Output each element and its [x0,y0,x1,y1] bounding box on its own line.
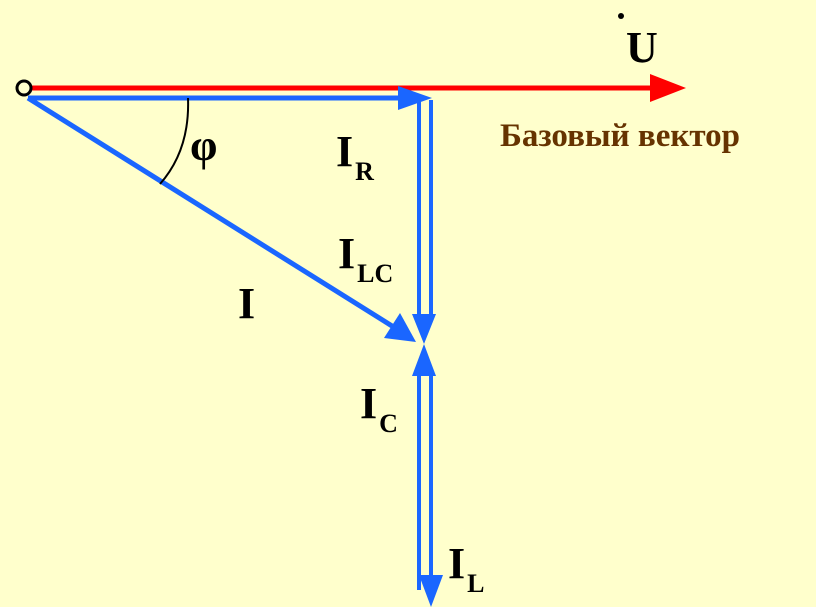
ilc-label: ILC [338,229,393,287]
current-il-arrowhead [419,575,443,607]
il-label: IL [448,539,484,597]
il-label-main: I [448,539,466,588]
i-total-label: I [238,279,256,328]
origin-point [15,79,33,97]
ic-label-subscript: C [379,409,398,438]
ilc-label-main: I [338,229,356,278]
current-ic-arrowhead [412,344,436,376]
ir-label: IR [336,127,374,185]
ir-label-subscript: R [355,157,374,186]
current-ir-arrowhead [398,86,432,110]
current-i-arrowhead [384,313,416,342]
ilc-label-subscript: LC [357,259,394,288]
ic-label: IC [360,379,398,437]
voltage-label: U [626,23,658,72]
il-label-subscript: L [467,569,485,598]
voltage-complex-dot [618,13,624,19]
phi-label: φ [190,121,218,170]
ic-label-main: I [360,379,378,428]
current-i-vector [26,95,394,329]
ir-label-main: I [336,127,354,176]
current-ilc-arrowhead [412,314,436,344]
phi-angle-arc [159,97,190,185]
base-vector-label: Базовый вектор [500,118,741,154]
voltage-vector-arrowhead [650,74,686,102]
